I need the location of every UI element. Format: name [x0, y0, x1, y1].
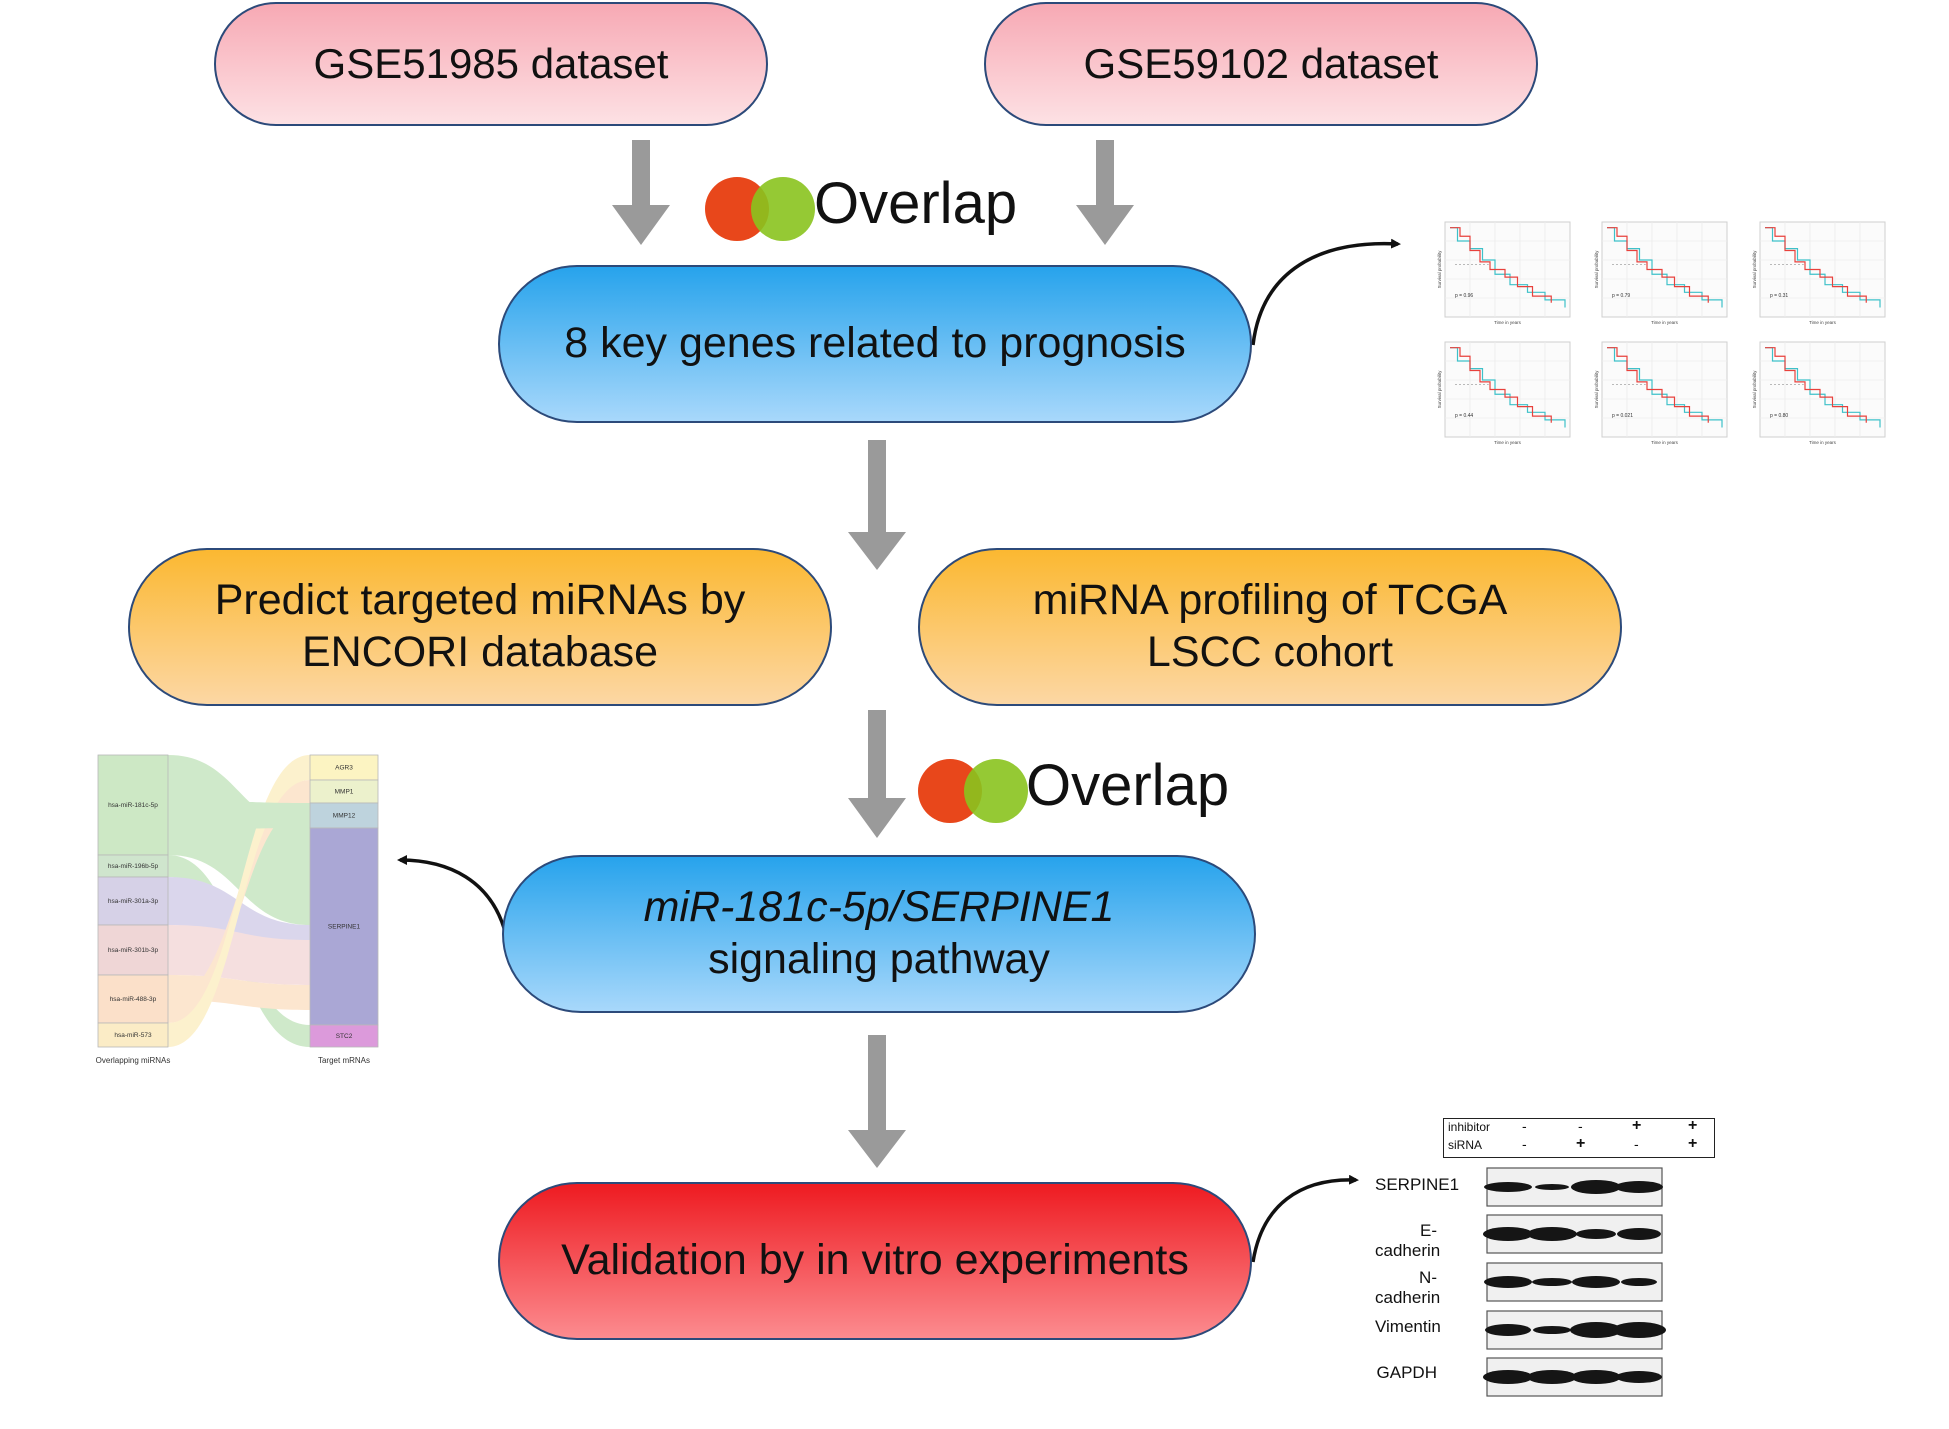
blot-band [1617, 1228, 1661, 1240]
inhibitor-sign-2: - [1578, 1118, 1583, 1134]
blot-band [1615, 1181, 1663, 1193]
protein-label-e-cadherin: E-cadherin [1375, 1221, 1441, 1260]
western-blot-bands [1483, 1167, 1666, 1397]
key-genes-label: 8 key genes related to prognosis [564, 319, 1186, 368]
blot-band [1621, 1278, 1657, 1286]
blot-band [1527, 1370, 1577, 1384]
validation-label: Validation by in vitro experiments [561, 1236, 1189, 1285]
curved-arrow-sankey [397, 855, 508, 936]
sirna-label: siRNA [1448, 1138, 1483, 1152]
gray-arrow-2 [1076, 140, 1134, 245]
dataset-gse59102-label: GSE59102 dataset [1083, 39, 1439, 87]
western-blot-panel: inhibitor siRNA - - + + - + - + SERPINE1… [1375, 1117, 1715, 1408]
protein-label-n-cadherin: N-cadherin [1375, 1268, 1441, 1307]
blot-row-1 [1484, 1167, 1663, 1207]
inhibitor-sign-4: + [1688, 1117, 1698, 1134]
blot-band [1533, 1326, 1571, 1334]
sirna-sign-2: + [1576, 1135, 1586, 1152]
sirna-sign-3: - [1634, 1136, 1639, 1152]
curved-arrow-km [1251, 238, 1401, 346]
dataset-gse51985-label: GSE51985 dataset [313, 39, 669, 87]
curved-arrow-western [1251, 1174, 1359, 1263]
blot-band [1484, 1276, 1532, 1288]
overlap-venn-icon [705, 176, 815, 242]
key-genes-box: 8 key genes related to prognosis [498, 265, 1252, 423]
pathway-line1: miR-181c-5p/SERPINE1 [643, 883, 1115, 932]
pathway-line2: signaling pathway [708, 935, 1050, 983]
gray-arrow-5 [848, 1035, 906, 1168]
sirna-sign-4: + [1688, 1135, 1698, 1152]
blot-band [1572, 1276, 1620, 1288]
treatment-table: inhibitor siRNA - - + + - + - + [1443, 1117, 1715, 1158]
blot-row-2 [1483, 1214, 1663, 1254]
dataset-gse51985: GSE51985 dataset [214, 2, 768, 126]
protein-label-vimentin: Vimentin [1375, 1317, 1441, 1336]
pathway-box: miR-181c-5p/SERPINE1 signaling pathway [502, 855, 1256, 1013]
blot-band [1483, 1370, 1533, 1384]
overlap-green-circle [751, 177, 815, 241]
inhibitor-sign-3: + [1632, 1117, 1642, 1134]
blot-band [1616, 1371, 1662, 1383]
blot-band [1576, 1229, 1616, 1239]
gray-arrow-4 [848, 710, 906, 838]
tcga-mirna-box: miRNA profiling of TCGA LSCC cohort [918, 548, 1622, 706]
predict-mirna-label: Predict targeted miRNAs by ENCORI databa… [214, 576, 746, 676]
blot-row-3 [1484, 1262, 1663, 1302]
tcga-mirna-label: miRNA profiling of TCGA LSCC cohort [1032, 576, 1508, 676]
dataset-gse59102: GSE59102 dataset [984, 2, 1538, 126]
gray-arrow-3 [848, 440, 906, 570]
gray-arrow-1 [612, 140, 670, 245]
blot-band [1570, 1322, 1622, 1338]
blot-band [1485, 1324, 1531, 1336]
blot-row-5 [1483, 1357, 1663, 1397]
validation-box: Validation by in vitro experiments [498, 1182, 1252, 1340]
blot-band [1535, 1184, 1569, 1190]
inhibitor-label: inhibitor [1448, 1120, 1491, 1134]
blot-band [1484, 1182, 1532, 1192]
blot-row-4 [1485, 1310, 1666, 1350]
predict-mirna-box: Predict targeted miRNAs by ENCORI databa… [128, 548, 832, 706]
inhibitor-sign-1: - [1522, 1118, 1527, 1134]
blot-band [1612, 1322, 1666, 1338]
overlap-label-1: Overlap [814, 171, 1018, 236]
overlap-label-2: Overlap [1026, 753, 1230, 818]
blot-band [1483, 1227, 1533, 1241]
blot-band [1532, 1278, 1572, 1286]
blot-band [1571, 1370, 1621, 1384]
overlap-green-circle-2 [964, 759, 1028, 823]
blot-band [1527, 1227, 1577, 1241]
overlap-venn-icon-2 [918, 758, 1028, 824]
protein-label-gapdh: GAPDH [1376, 1363, 1437, 1382]
sirna-sign-1: - [1522, 1136, 1527, 1152]
blot-band [1571, 1180, 1621, 1194]
